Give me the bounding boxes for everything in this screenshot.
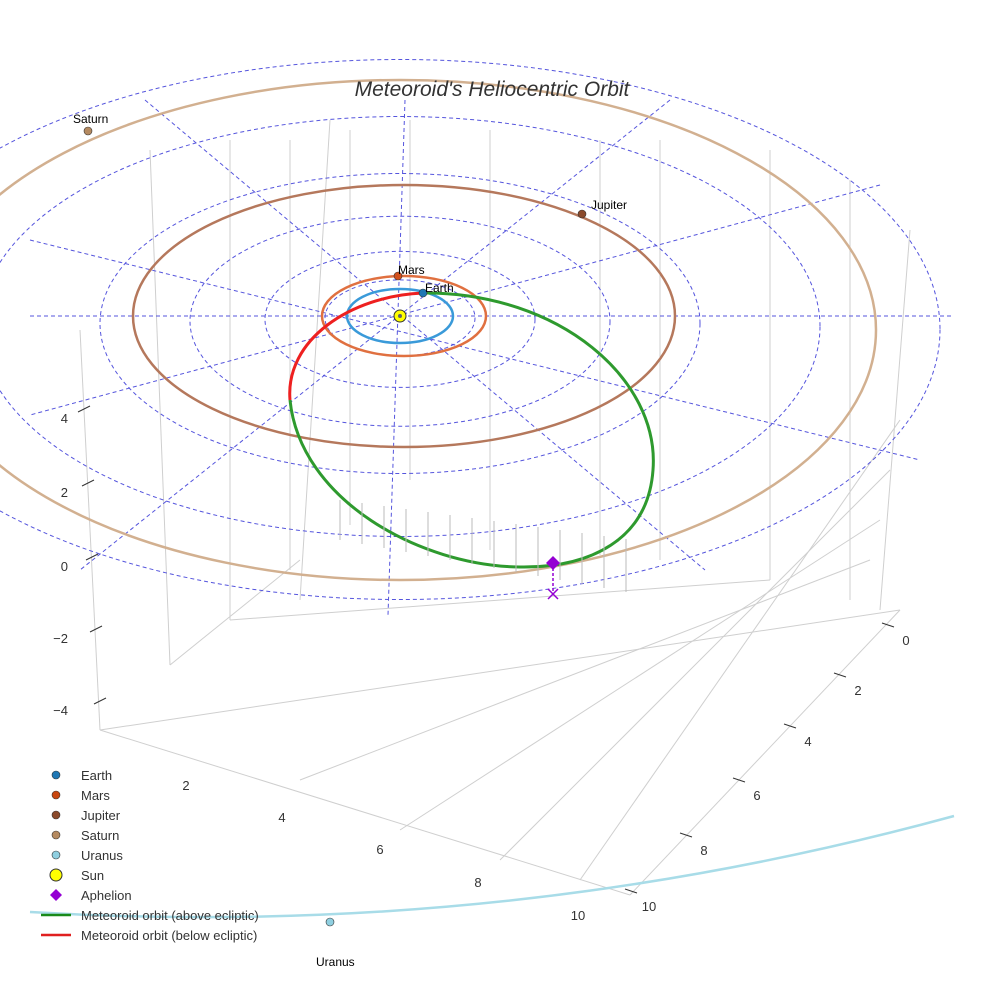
- planet-orbits: [0, 78, 955, 919]
- earth-marker: [418, 288, 428, 298]
- grid-line: [229, 579, 771, 621]
- legend-symbol-uranus: [51, 850, 61, 860]
- x-tick-label: 10: [571, 908, 585, 923]
- y-tick-mark: [679, 832, 693, 838]
- legend-symbol-sun: [49, 868, 63, 882]
- grid-line: [299, 559, 871, 781]
- legend-symbol-jupiter: [51, 810, 61, 820]
- uranus-orbit: [29, 814, 955, 919]
- meteoroid-orbit: [288, 291, 655, 600]
- ecliptic-ring: [264, 250, 536, 388]
- legend-item-label[interactable]: Meteoroid orbit (below ecliptic): [81, 928, 257, 943]
- grid-line: [579, 419, 901, 881]
- y-tick-mark: [783, 723, 797, 729]
- y-tick-label: 4: [804, 734, 811, 749]
- grid-line: [169, 559, 301, 666]
- grid-line: [299, 119, 331, 601]
- earth-label: Earth: [425, 281, 454, 295]
- y-tick-label: 2: [854, 683, 861, 698]
- z-tick-label: −2: [53, 631, 68, 646]
- ecliptic-radial-line: [79, 99, 671, 571]
- earth-orbit: [345, 287, 455, 345]
- meteoroid-orbit-below: [288, 291, 424, 401]
- legend-symbol-earth: [51, 770, 61, 780]
- z-tick-mark: [81, 479, 95, 487]
- y-tick-mark: [833, 672, 847, 678]
- legend-item-label[interactable]: Aphelion: [81, 888, 132, 903]
- y-tick-label: 0: [902, 633, 909, 648]
- ecliptic-ring: [0, 116, 821, 537]
- x-tick-label: 8: [474, 875, 481, 890]
- grid-line: [79, 329, 101, 731]
- jupiter-orbit: [131, 183, 677, 449]
- grid-line: [99, 729, 631, 896]
- grid-line: [879, 229, 911, 611]
- grid-line: [99, 609, 901, 731]
- z-tick-label: 0: [61, 559, 68, 574]
- z-tick-mark: [85, 553, 99, 561]
- z-tick-label: 2: [61, 485, 68, 500]
- grid-line: [399, 519, 881, 831]
- y-tick-mark: [732, 777, 746, 783]
- y-tick-label: 8: [700, 843, 707, 858]
- axis-ticks: 4 2 0 −2 −4 2 4 6 8 10 0 2 4 6 8 10: [53, 405, 910, 923]
- mars-label: Mars: [398, 263, 425, 277]
- legend-item-label[interactable]: Mars: [81, 788, 110, 803]
- chart-title: Meteoroid's Heliocentric Orbit: [355, 78, 631, 101]
- y-tick-label: 6: [753, 788, 760, 803]
- legend-item-label[interactable]: Saturn: [81, 828, 119, 843]
- z-tick-mark: [77, 405, 91, 413]
- mars-orbit: [320, 274, 488, 358]
- ecliptic-grid: [0, 59, 954, 616]
- mars-marker: [393, 271, 403, 281]
- legend-symbol-mars: [51, 790, 61, 800]
- grid-line: [629, 609, 901, 896]
- scene-box-grid: [79, 119, 911, 896]
- z-tick-mark: [93, 697, 107, 705]
- legend-item-label[interactable]: Meteoroid orbit (above ecliptic): [81, 908, 259, 923]
- aphelion-projection-x-icon: [547, 588, 559, 600]
- y-tick-mark: [624, 888, 638, 894]
- saturn-orbit: [0, 78, 878, 582]
- jupiter-marker: [577, 209, 587, 219]
- z-tick-mark: [89, 625, 103, 633]
- sun-center: [398, 314, 402, 318]
- ecliptic-ring: [99, 173, 701, 474]
- x-tick-label: 4: [278, 810, 285, 825]
- y-tick-mark: [881, 622, 895, 628]
- uranus-marker: [325, 917, 335, 927]
- legend-item-label[interactable]: Uranus: [81, 848, 123, 863]
- legend-item-label[interactable]: Earth: [81, 768, 112, 783]
- grid-line: [499, 469, 891, 861]
- z-tick-label: 4: [61, 411, 68, 426]
- legend-item-label[interactable]: Sun: [81, 868, 104, 883]
- uranus-label: Uranus: [316, 955, 355, 969]
- ecliptic-radial-line: [144, 99, 706, 571]
- grid-line: [149, 149, 171, 666]
- saturn-marker: [83, 126, 93, 136]
- legend-symbol-saturn: [51, 830, 61, 840]
- saturn-label: Saturn: [73, 112, 108, 126]
- z-tick-label: −4: [53, 703, 68, 718]
- x-tick-label: 6: [376, 842, 383, 857]
- legend[interactable]: EarthMarsJupiterSaturnUranusSunAphelionM…: [41, 768, 259, 943]
- legend-symbol-aphelion: [50, 889, 62, 901]
- ecliptic-ring: [0, 59, 941, 600]
- aphelion-marker: [546, 556, 560, 570]
- ecliptic-radial-line: [29, 184, 881, 416]
- jupiter-label: Jupiter: [591, 198, 627, 212]
- y-tick-label: 10: [642, 899, 656, 914]
- ecliptic-ring: [189, 215, 611, 427]
- ecliptic-radial-line: [29, 239, 921, 461]
- legend-item-label[interactable]: Jupiter: [81, 808, 121, 823]
- x-tick-label: 2: [182, 778, 189, 793]
